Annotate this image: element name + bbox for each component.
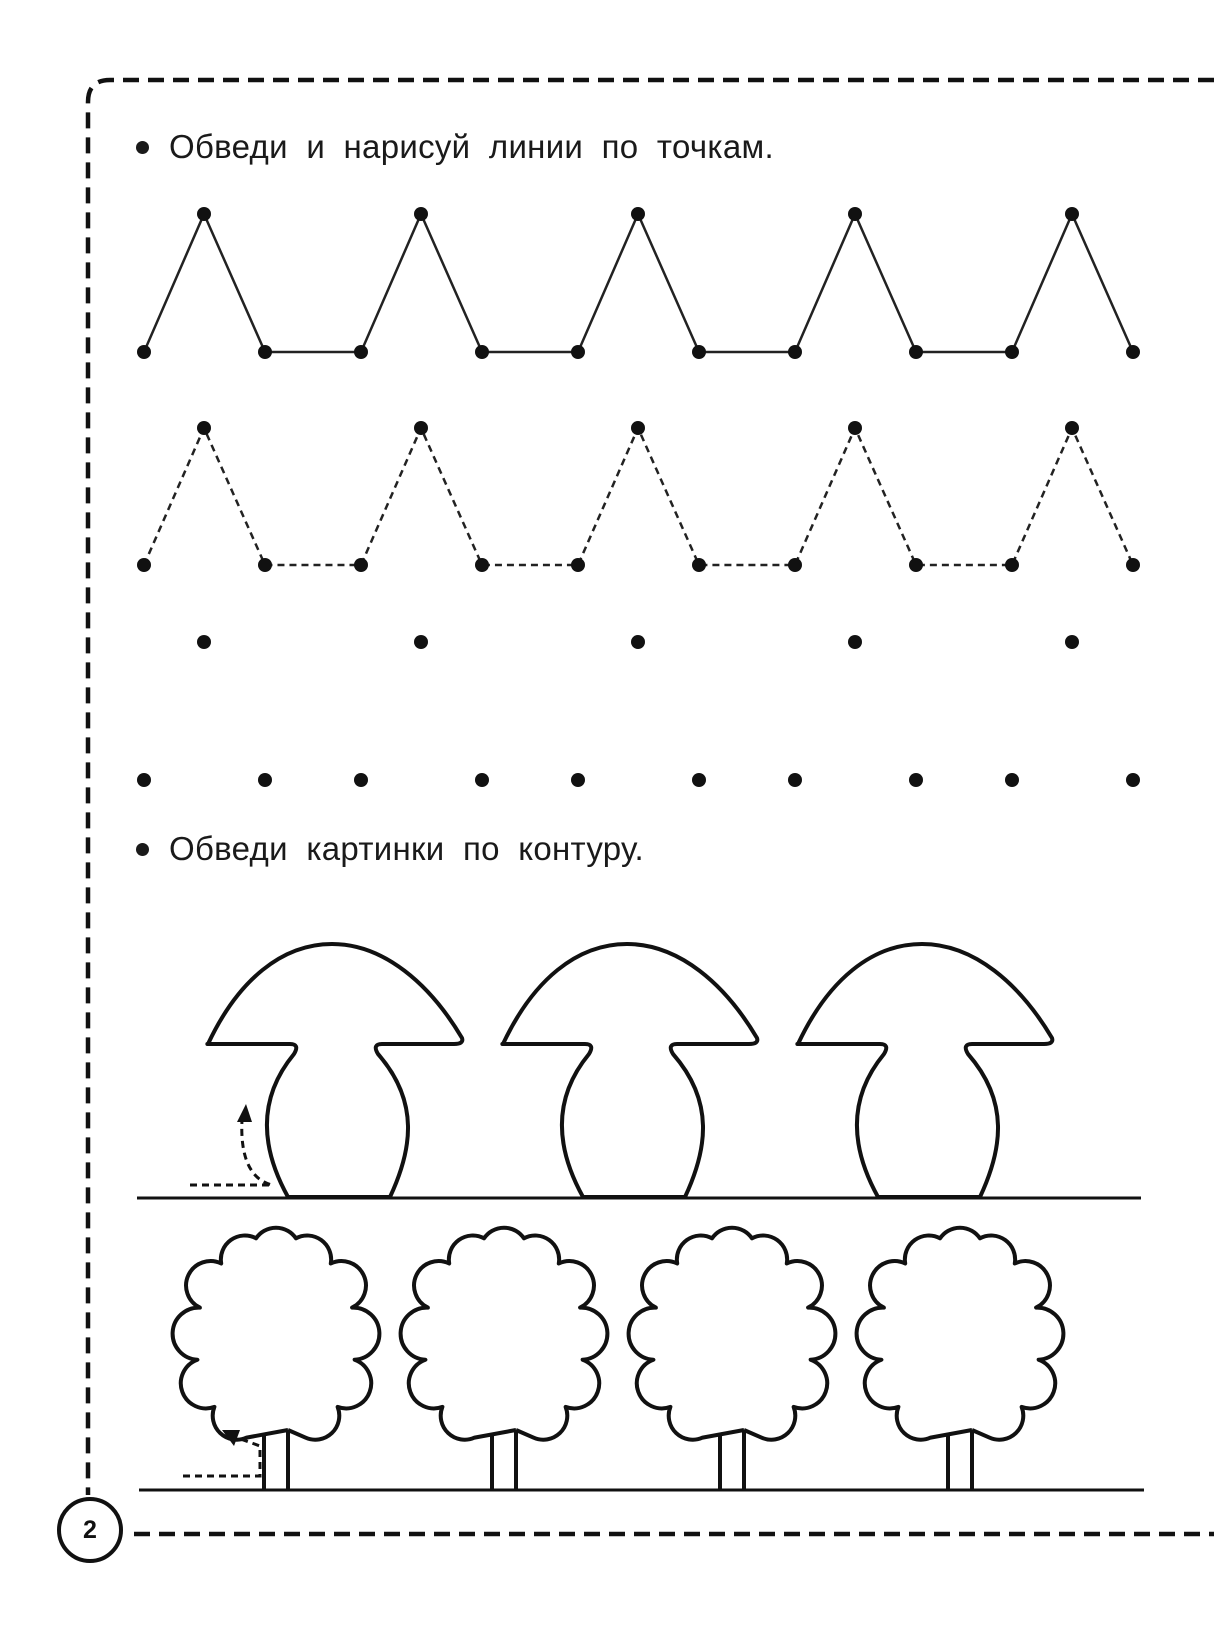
- trace-dot: [137, 558, 151, 572]
- trace-dot: [909, 558, 923, 572]
- trace-dot: [1005, 558, 1019, 572]
- tree-outline: [398, 1225, 610, 1490]
- tree-crown: [398, 1225, 610, 1442]
- solid-zigzag-row: [137, 207, 1140, 359]
- trace-dot: [1005, 773, 1019, 787]
- trace-dot: [414, 635, 428, 649]
- page-number-badge: 2: [57, 1497, 123, 1563]
- trace-dot: [848, 635, 862, 649]
- trace-dot: [1065, 635, 1079, 649]
- trace-dot: [258, 773, 272, 787]
- tree-crown: [170, 1225, 382, 1442]
- bullet-icon: [136, 140, 149, 154]
- trace-dot: [571, 558, 585, 572]
- trace-dot: [1065, 207, 1079, 221]
- trace-dot: [631, 635, 645, 649]
- dashed-zigzag-row: [137, 421, 1140, 572]
- trace-dot: [909, 345, 923, 359]
- trace-dot: [354, 773, 368, 787]
- trace-dot: [258, 345, 272, 359]
- trace-dot: [788, 773, 802, 787]
- tree-outline: [626, 1225, 838, 1490]
- trace-dot: [631, 421, 645, 435]
- instruction-text: Обведи картинки по контуру.: [169, 830, 645, 867]
- trace-dot: [354, 345, 368, 359]
- trace-dot: [414, 207, 428, 221]
- instruction-trace-lines: Обведи и нарисуй линии по точкам.: [136, 128, 774, 166]
- arrow-head-icon: [237, 1104, 252, 1122]
- trace-dot: [414, 421, 428, 435]
- mushroom-group: [205, 942, 1055, 1199]
- trace-dot: [1126, 558, 1140, 572]
- arrow-head-icon: [222, 1430, 240, 1446]
- trace-dot: [631, 207, 645, 221]
- instruction-trace-pictures: Обведи картинки по контуру.: [136, 830, 644, 868]
- tree-outline: [170, 1225, 382, 1490]
- trace-dot: [354, 558, 368, 572]
- trace-dot: [848, 421, 862, 435]
- tree-crown: [854, 1225, 1066, 1442]
- trace-dot: [1065, 421, 1079, 435]
- trace-dot: [137, 345, 151, 359]
- trace-dot: [571, 345, 585, 359]
- trace-dot: [692, 773, 706, 787]
- trace-dot: [788, 558, 802, 572]
- trace-dot: [475, 773, 489, 787]
- trace-dot: [1005, 345, 1019, 359]
- trace-dot: [197, 421, 211, 435]
- trace-dot: [137, 773, 151, 787]
- trace-dot: [197, 635, 211, 649]
- dashed-page-border: [85, 77, 1214, 1537]
- instruction-text: Обведи и нарисуй линии по точкам.: [169, 128, 774, 165]
- trace-dot: [692, 558, 706, 572]
- trace-dot: [571, 773, 585, 787]
- mushroom-outline: [205, 942, 465, 1199]
- tree-outline: [854, 1225, 1066, 1490]
- bullet-icon: [136, 842, 149, 856]
- trace-dot: [909, 773, 923, 787]
- trace-dot: [258, 558, 272, 572]
- trace-dot: [692, 345, 706, 359]
- trace-dot: [1126, 345, 1140, 359]
- zigzag-line: [142, 424, 1135, 567]
- trace-dot: [848, 207, 862, 221]
- tree-crown: [626, 1225, 838, 1442]
- trace-dot: [197, 207, 211, 221]
- trace-dot: [1126, 773, 1140, 787]
- trace-dot: [475, 558, 489, 572]
- tree-start-arrow: [183, 1436, 262, 1478]
- mushroom-outline: [500, 942, 760, 1199]
- zigzag-line: [142, 210, 1135, 354]
- tree-group: [170, 1225, 1066, 1490]
- mushroom-outline: [795, 942, 1055, 1199]
- mushroom-start-arrow: [190, 1119, 273, 1187]
- trace-dot: [788, 345, 802, 359]
- dots-only-row: [137, 635, 1140, 787]
- trace-dot: [475, 345, 489, 359]
